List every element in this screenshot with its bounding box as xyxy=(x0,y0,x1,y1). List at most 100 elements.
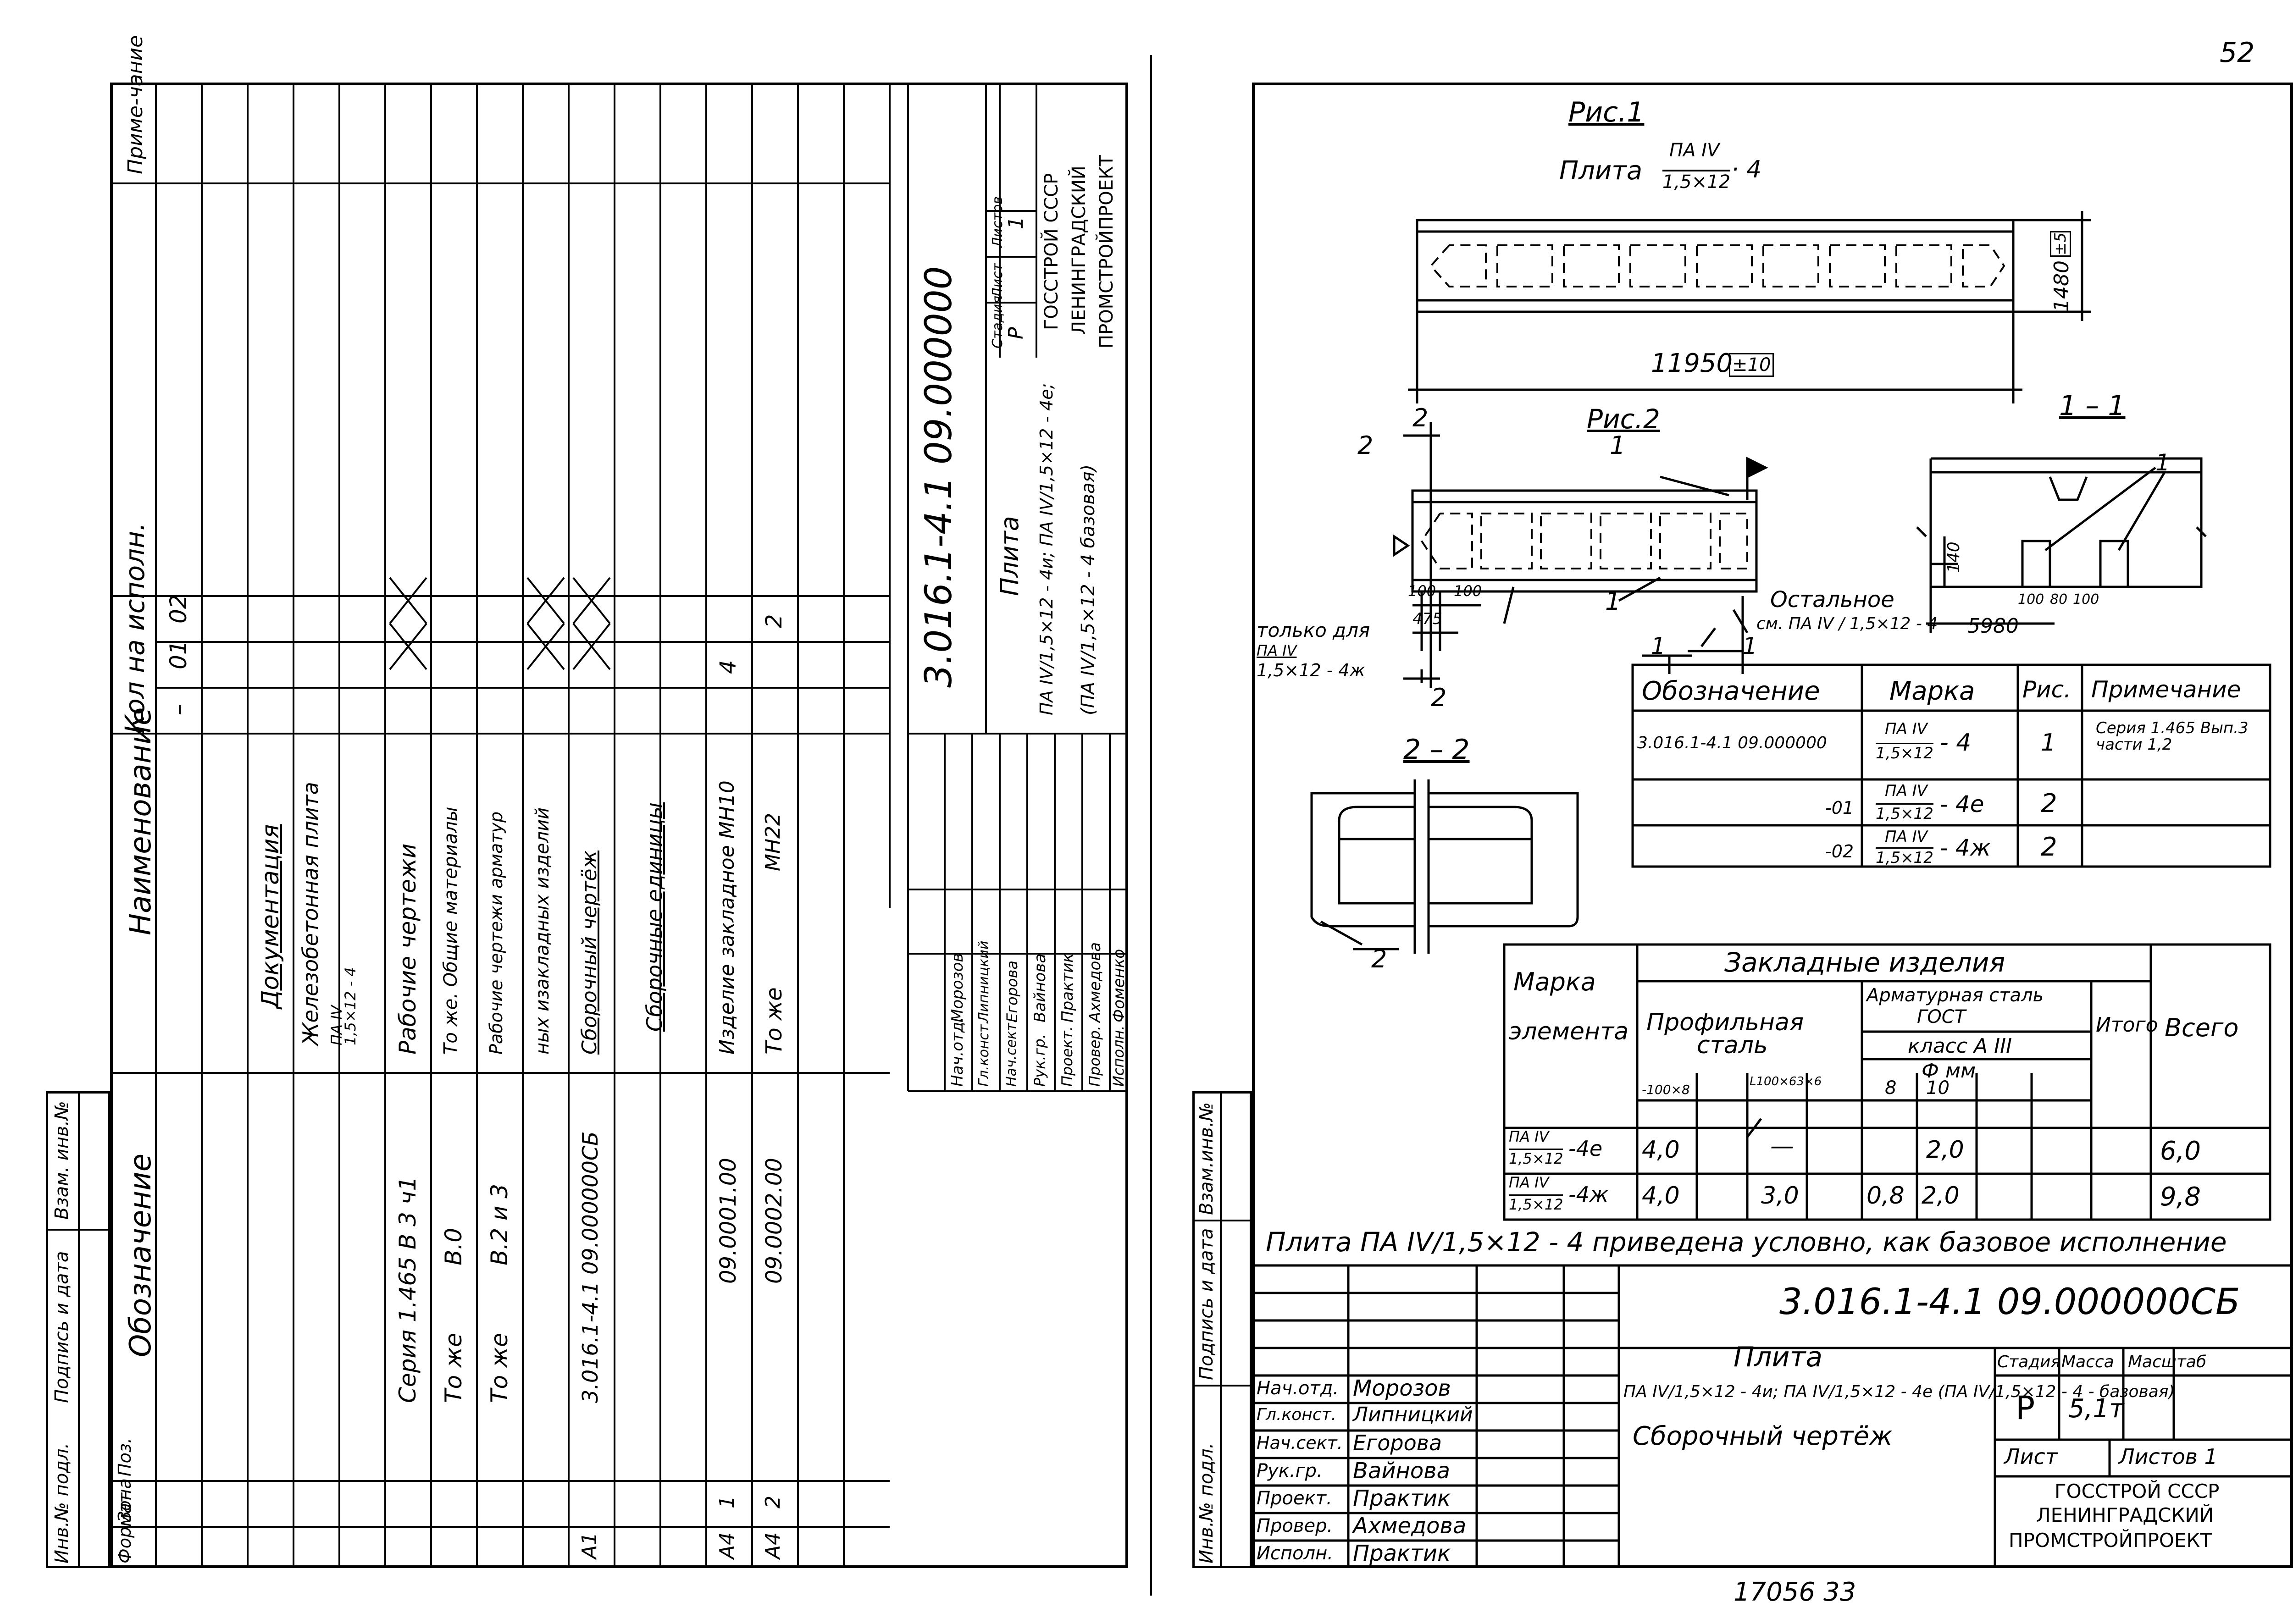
embed-row-1-p1: 4,0 xyxy=(1642,1182,1680,1210)
embed-row-1-d10: 2,0 xyxy=(1922,1182,1960,1210)
embed-header-rebar-1: Арматурная сталь xyxy=(1867,985,2044,1006)
fig2-only-mark-1: ПА IV xyxy=(1257,642,1297,659)
right-person-role-5: Провер. xyxy=(1257,1515,1333,1536)
fig1-caption: Плита xyxy=(1559,156,1643,186)
fig2-rest-1: Остальное xyxy=(1770,587,1894,613)
mark-table-row-2-des: -02 xyxy=(1825,841,1854,862)
section22-label: 2 – 2 xyxy=(1403,734,1470,766)
right-person-name-4: Практик xyxy=(1353,1486,1451,1511)
fig1-dim-height-tol: ±5 xyxy=(2050,231,2071,257)
right-person-role-1: Гл.конст. xyxy=(1257,1405,1337,1424)
embed-sub-d10: 10 xyxy=(1926,1077,1950,1099)
fig2-num-1b: 1 xyxy=(1605,587,1621,616)
right-title-subtitle-2: Сборочный чертёж xyxy=(1633,1421,1893,1451)
section11-d100: 100 xyxy=(2018,591,2044,608)
left-sheet-frame xyxy=(110,83,1128,1568)
mark-table-row-2-den: 1,5×12 xyxy=(1876,847,1933,867)
embed-header-profile-1: Профильная xyxy=(1646,1009,1804,1036)
embed-header-itogo: Итого xyxy=(2096,1013,2158,1037)
fig2-section-1b: 1 xyxy=(1743,633,1757,659)
mark-table-header-fig: Рис. xyxy=(2022,676,2071,703)
section11-d140: 140 xyxy=(1944,541,1963,573)
mark-table-row-0-num: ПА IV xyxy=(1885,720,1927,738)
embed-sub-p1: -100×8 xyxy=(1642,1082,1690,1097)
mark-table-row-2-suf: - 4ж xyxy=(1940,834,1991,861)
mark-table-row-2-num: ПА IV xyxy=(1885,828,1927,846)
embed-sub-d8: 8 xyxy=(1885,1077,1897,1099)
mark-table-row-0-des: 3.016.1-4.1 09.000000 xyxy=(1637,734,1827,752)
fig2-num-1: 1 xyxy=(1610,431,1626,460)
fig2-label: Рис.2 xyxy=(1587,403,1660,435)
mark-table-row-0-den: 1,5×12 xyxy=(1876,743,1933,762)
mark-table-row-1-den: 1,5×12 xyxy=(1876,803,1933,823)
right-title-scale-label: Масштаб xyxy=(2128,1353,2207,1371)
right-person-role-6: Исполн. xyxy=(1257,1543,1333,1564)
section11-label: 1 – 1 xyxy=(2059,390,2126,422)
fig1-mark-num: ПА IV xyxy=(1669,140,1720,161)
right-title-mass: 5,1т xyxy=(2068,1394,2124,1424)
mark-table-row-1-fig: 2 xyxy=(2041,789,2057,818)
mark-table-row-0-note: Серия 1.465 Вып.3 части 1,2 xyxy=(2096,719,2249,754)
mark-table-header-designation: Обозначение xyxy=(1642,676,1820,706)
fig2-rest-2: см. ПА IV / 1,5×12 - 4 xyxy=(1756,614,1938,633)
right-side-strip xyxy=(1192,1091,1252,1568)
right-title-org-2: ЛЕНИНГРАДСКИЙ xyxy=(2036,1504,2214,1526)
right-title-org-3: ПРОМСТРОЙПРОЕКТ xyxy=(2009,1529,2212,1552)
right-person-role-0: Нач.отд. xyxy=(1257,1378,1339,1399)
right-title-mass-label: Масса xyxy=(2061,1353,2114,1371)
section11-num-1: 1 xyxy=(2155,449,2170,476)
right-sheet-frame xyxy=(1252,83,2293,1568)
fig2-d100a: 100 xyxy=(1408,582,1436,600)
right-title-sheets-label: Листов 1 xyxy=(2119,1444,2218,1469)
fig1-label: Рис.1 xyxy=(1568,96,1645,128)
embed-row-1-num: ПА IV xyxy=(1509,1174,1549,1191)
mark-table-row-2-fig: 2 xyxy=(2041,832,2057,862)
right-person-role-2: Нач.сект. xyxy=(1257,1433,1343,1453)
mark-table-row-0-suf: - 4 xyxy=(1940,729,1972,757)
right-person-name-1: Липницкий xyxy=(1353,1403,1473,1426)
embed-header-profile-2: сталь xyxy=(1697,1032,1768,1059)
right-title-sheet-label: Лист xyxy=(2004,1444,2058,1469)
right-title-code: 3.016.1-4.1 09.000000СБ xyxy=(1779,1282,2240,1323)
embed-header-fmm: Ф мм xyxy=(1922,1059,1976,1083)
note-line: Плита ПА IV/1,5×12 - 4 приведена условно… xyxy=(1266,1226,2227,1258)
mark-table-row-0-fig: 1 xyxy=(2041,729,2056,757)
section11-d100b: 100 xyxy=(2073,591,2099,608)
fig2-d475: 475 xyxy=(1412,610,1442,628)
section11-d5980: 5980 xyxy=(1967,614,2019,638)
embed-row-0-num: ПА IV xyxy=(1509,1128,1549,1145)
right-title-stage-label: Стадия xyxy=(1997,1353,2061,1371)
fig1-mark-suffix: · 4 xyxy=(1731,156,1762,183)
right-person-role-4: Проект. xyxy=(1257,1488,1332,1509)
embed-header-class: класс А III xyxy=(1908,1034,2012,1058)
fig2-only-for: только для xyxy=(1257,619,1370,641)
mark-table-header-note: Примечание xyxy=(2091,676,2241,703)
fig1-dim-height: 1480 xyxy=(2050,260,2073,312)
right-title-subtitle: ПА IV/1,5×12 - 4и; ПА IV/1,5×12 - 4е (ПА… xyxy=(1623,1382,2175,1401)
fig2-num-2b: 2 xyxy=(1357,431,1374,460)
embed-row-0-den: 1,5×12 xyxy=(1509,1149,1563,1167)
right-person-role-3: Рук.гр. xyxy=(1257,1460,1323,1481)
embed-header-mark-2: элемента xyxy=(1509,1018,1629,1045)
embed-row-1-d8: 0,8 xyxy=(1867,1182,1905,1210)
fig1-dim-length: 11950 xyxy=(1651,348,1733,378)
embed-row-1-p2: 3,0 xyxy=(1761,1182,1799,1210)
mark-table-header-mark: Марка xyxy=(1889,676,1975,706)
right-person-name-0: Морозов xyxy=(1353,1375,1451,1401)
corner-mark: 52 xyxy=(2220,37,2255,69)
fig1-dim-tolerance: ±10 xyxy=(1729,353,1774,377)
right-title-plate: Плита xyxy=(1734,1341,1823,1373)
section22-num-2: 2 xyxy=(1371,945,1387,973)
embed-row-1-total: 9,8 xyxy=(2160,1182,2201,1212)
embed-header-embedded: Закладные изделия xyxy=(1724,947,2005,978)
right-person-name-3: Вайнова xyxy=(1353,1458,1450,1484)
embed-header-mark-1: Марка xyxy=(1513,967,1596,996)
fig2-d100b: 100 xyxy=(1454,582,1482,600)
right-person-name-5: Ахмедова xyxy=(1353,1513,1467,1539)
right-title-stage: Р xyxy=(2016,1389,2035,1427)
fig2-num-2: 2 xyxy=(1412,403,1429,432)
fig2-section-2: 2 xyxy=(1431,683,1447,712)
mark-table-row-1-des: -01 xyxy=(1825,798,1854,818)
